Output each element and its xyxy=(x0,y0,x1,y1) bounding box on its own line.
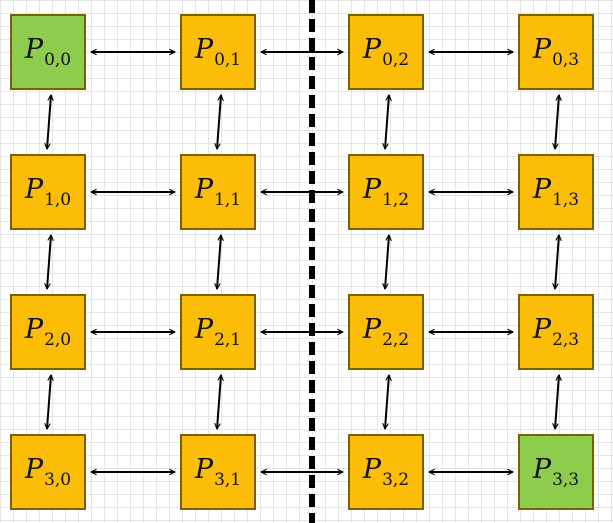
v-arrow-3-2-3 xyxy=(555,375,559,429)
processor-node-2-2: P2,2 xyxy=(348,294,424,370)
node-label: P2,2 xyxy=(363,316,409,349)
node-index: 0,2 xyxy=(382,49,410,70)
node-label: P0,0 xyxy=(25,36,71,69)
processor-node-1-3: P1,3 xyxy=(518,154,594,230)
node-index: 1,1 xyxy=(214,189,242,210)
node-label: P1,1 xyxy=(195,176,241,209)
node-index: 2,3 xyxy=(552,329,580,350)
node-label: P3,1 xyxy=(195,456,241,489)
node-letter: P xyxy=(532,33,552,65)
processor-node-0-1: P0,1 xyxy=(180,14,256,90)
processor-node-3-1: P3,1 xyxy=(180,434,256,510)
node-index: 3,3 xyxy=(552,469,580,490)
processor-node-2-1: P2,1 xyxy=(180,294,256,370)
node-label: P3,3 xyxy=(533,456,579,489)
node-letter: P xyxy=(194,173,214,205)
node-letter: P xyxy=(24,313,44,345)
processor-node-0-3: P0,3 xyxy=(518,14,594,90)
node-index: 2,2 xyxy=(382,329,410,350)
node-label: P0,3 xyxy=(533,36,579,69)
node-label: P1,2 xyxy=(363,176,409,209)
processor-node-3-3: P3,3 xyxy=(518,434,594,510)
node-letter: P xyxy=(24,33,44,65)
processor-node-1-2: P1,2 xyxy=(348,154,424,230)
node-letter: P xyxy=(24,173,44,205)
processor-node-2-0: P2,0 xyxy=(10,294,86,370)
node-letter: P xyxy=(362,313,382,345)
v-arrow-2-1-2 xyxy=(385,235,389,289)
node-label: P1,0 xyxy=(25,176,71,209)
node-label: P0,1 xyxy=(195,36,241,69)
node-label: P1,3 xyxy=(533,176,579,209)
node-index: 0,0 xyxy=(44,49,72,70)
node-letter: P xyxy=(532,313,552,345)
node-label: P2,3 xyxy=(533,316,579,349)
node-label: P3,0 xyxy=(25,456,71,489)
processor-node-2-3: P2,3 xyxy=(518,294,594,370)
node-index: 3,2 xyxy=(382,469,410,490)
v-arrow-3-1-2 xyxy=(555,235,559,289)
v-arrow-2-0-1 xyxy=(385,95,389,149)
node-index: 0,1 xyxy=(214,49,242,70)
node-index: 2,1 xyxy=(214,329,242,350)
processor-node-1-0: P1,0 xyxy=(10,154,86,230)
node-letter: P xyxy=(362,453,382,485)
node-index: 1,0 xyxy=(44,189,72,210)
node-letter: P xyxy=(194,313,214,345)
v-arrow-1-2-3 xyxy=(217,375,221,429)
v-arrow-1-1-2 xyxy=(217,235,221,289)
node-index: 1,3 xyxy=(552,189,580,210)
processor-node-3-0: P3,0 xyxy=(10,434,86,510)
node-index: 2,0 xyxy=(44,329,72,350)
node-letter: P xyxy=(362,33,382,65)
v-arrow-0-2-3 xyxy=(47,375,51,429)
processor-node-3-2: P3,2 xyxy=(348,434,424,510)
processor-node-0-0: P0,0 xyxy=(10,14,86,90)
node-letter: P xyxy=(24,453,44,485)
node-index: 0,3 xyxy=(552,49,580,70)
node-letter: P xyxy=(362,173,382,205)
node-label: P2,0 xyxy=(25,316,71,349)
v-arrow-1-0-1 xyxy=(217,95,221,149)
v-arrow-0-1-2 xyxy=(47,235,51,289)
v-arrow-3-0-1 xyxy=(555,95,559,149)
node-index: 1,2 xyxy=(382,189,410,210)
node-label: P0,2 xyxy=(363,36,409,69)
node-index: 3,0 xyxy=(44,469,72,490)
v-arrow-0-0-1 xyxy=(47,95,51,149)
node-index: 3,1 xyxy=(214,469,242,490)
node-letter: P xyxy=(532,173,552,205)
processor-node-1-1: P1,1 xyxy=(180,154,256,230)
node-label: P3,2 xyxy=(363,456,409,489)
processor-node-0-2: P0,2 xyxy=(348,14,424,90)
node-letter: P xyxy=(194,33,214,65)
node-label: P2,1 xyxy=(195,316,241,349)
node-letter: P xyxy=(532,453,552,485)
v-arrow-2-2-3 xyxy=(385,375,389,429)
node-letter: P xyxy=(194,453,214,485)
